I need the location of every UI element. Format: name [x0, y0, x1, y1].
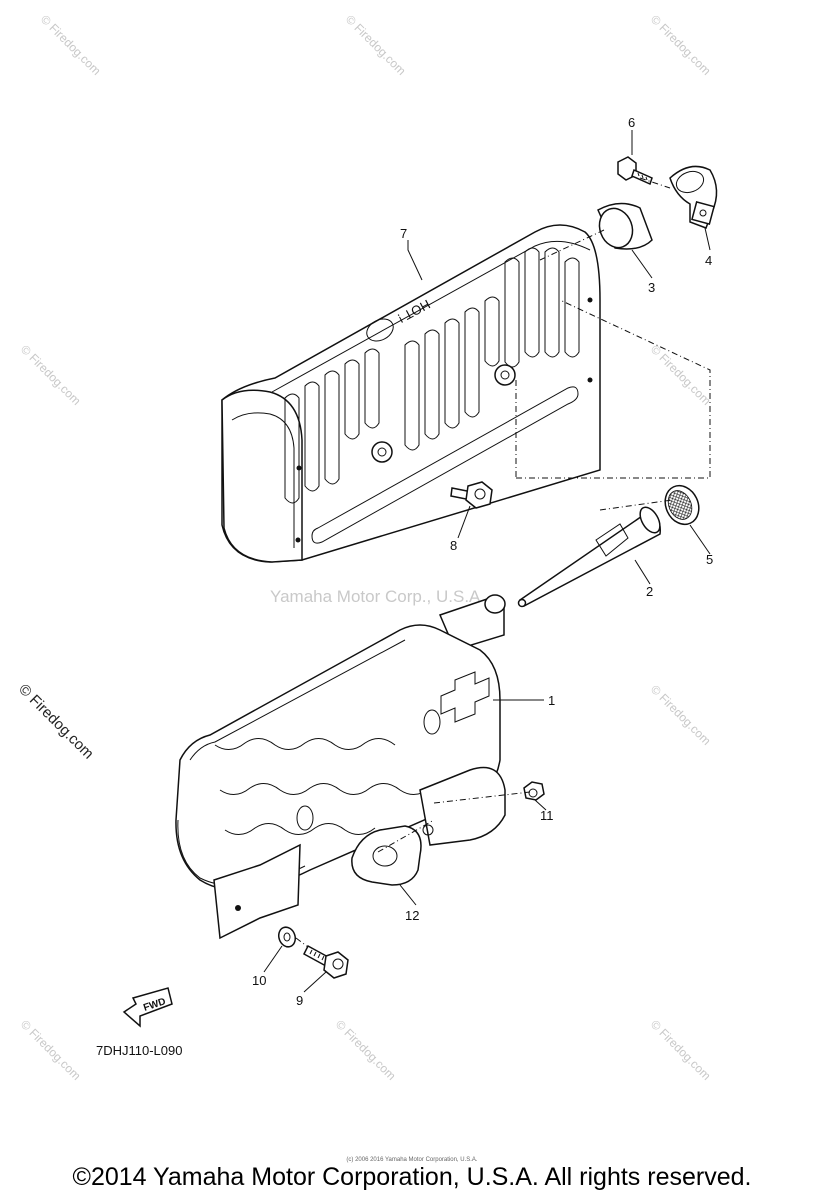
muffler-protector-part-7: HOT !	[221, 224, 601, 563]
exhaust-gasket-part-12	[351, 825, 422, 886]
screen-part-5	[664, 484, 700, 526]
watermark-tile: © Firedog.com	[18, 1017, 84, 1083]
callout-8: 8	[450, 538, 457, 553]
gasket-part-3	[597, 202, 653, 250]
bolt-part-6	[617, 156, 653, 186]
callout-6: 6	[628, 115, 635, 130]
bolt-part-9	[303, 944, 349, 979]
washer-part-10	[277, 926, 297, 948]
leader-lines	[263, 130, 711, 993]
callout-7: 7	[400, 226, 407, 241]
watermark-tile: © Firedog.com	[648, 12, 714, 78]
callout-10: 10	[252, 973, 266, 988]
callout-numbers: 1 2 3 4 5 6 7 8 9 10 11 12	[252, 115, 713, 1008]
callout-12: 12	[405, 908, 419, 923]
callout-11: 11	[540, 808, 554, 823]
clamp-part-4	[669, 165, 718, 229]
nut-part-11	[523, 781, 545, 801]
callout-3: 3	[648, 280, 655, 295]
watermark-tile: © Firedog.com	[648, 682, 714, 748]
watermark-tile: © Firedog.com	[333, 1017, 399, 1083]
watermark-side: © Firedog.com	[15, 681, 97, 763]
spark-arrester-part-2	[517, 506, 661, 608]
watermark-center: Yamaha Motor Corp., U.S.A.	[270, 587, 485, 606]
watermark-tile: © Firedog.com	[18, 342, 84, 408]
watermark-tile: © Firedog.com	[38, 12, 104, 78]
callout-2: 2	[646, 584, 653, 599]
assembly-guide-lines	[295, 177, 711, 948]
callout-9: 9	[296, 993, 303, 1008]
copyright-footer: ©2014 Yamaha Motor Corporation, U.S.A. A…	[72, 1163, 752, 1191]
callout-1: 1	[548, 693, 555, 708]
callout-4: 4	[705, 253, 712, 268]
forward-direction-arrow: FWD	[122, 987, 173, 1028]
muffler-part-1	[175, 594, 506, 940]
callout-5: 5	[706, 552, 713, 567]
tiny-copyright: (c) 2006 2016 Yamaha Motor Corporation, …	[346, 1157, 478, 1163]
watermark-tile: © Firedog.com	[648, 1017, 714, 1083]
watermark-tile: © Firedog.com	[343, 12, 409, 78]
diagram-code: 7DHJ110-L090	[96, 1043, 183, 1058]
bolt-part-8	[450, 481, 493, 509]
watermark-tile: © Firedog.com	[648, 342, 714, 408]
